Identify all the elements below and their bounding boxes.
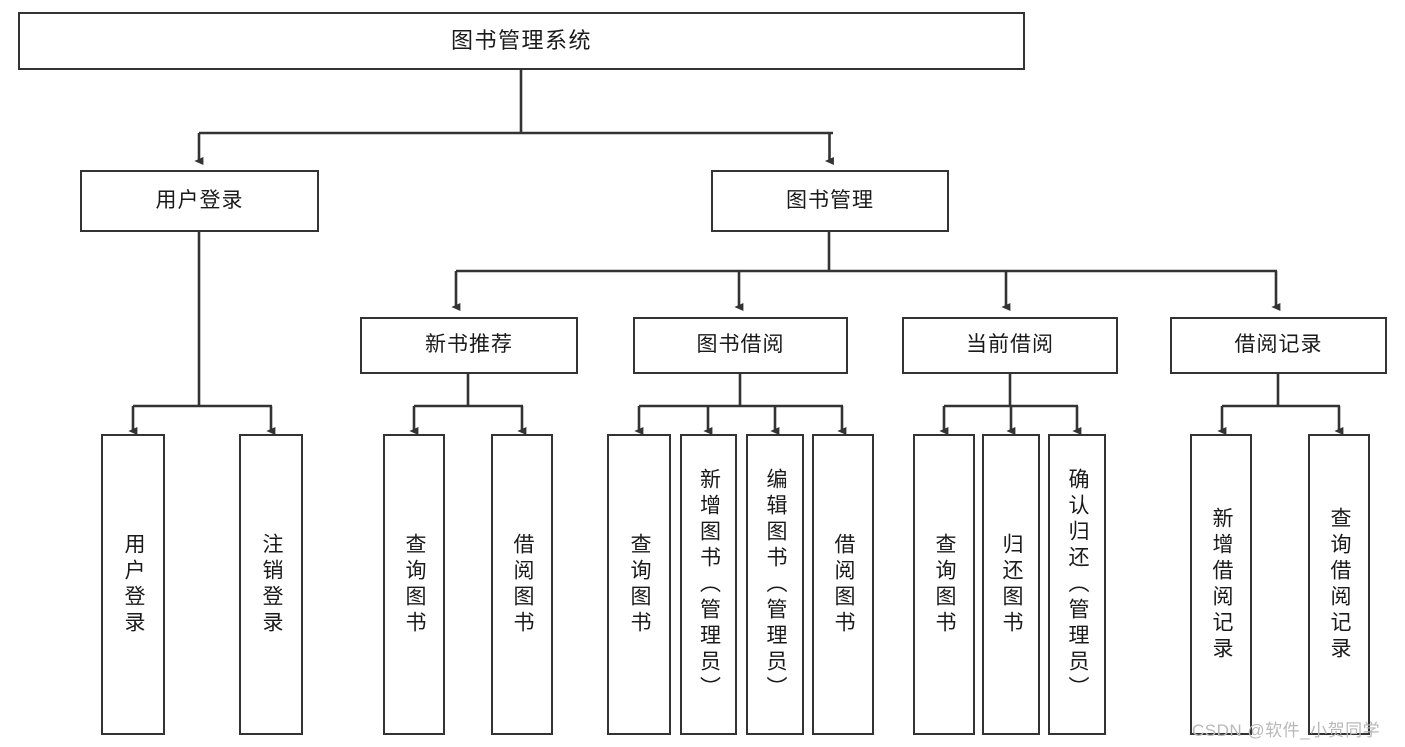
leaf-edit-book-admin[interactable]: 编辑图书（管理员） xyxy=(746,434,804,735)
node-label: 借阅图书 xyxy=(511,532,535,637)
node-label: 图书管理 xyxy=(786,188,874,212)
node-label: 借阅记录 xyxy=(1234,333,1323,357)
node-label: 用户登录 xyxy=(155,188,244,212)
node-label: 查询图书 xyxy=(933,532,957,637)
node-new-book-recommendation[interactable]: 新书推荐 xyxy=(360,317,578,374)
leaf-logout[interactable]: 注销登录 xyxy=(239,434,303,735)
node-book-management[interactable]: 图书管理 xyxy=(711,170,949,232)
leaf-user-login[interactable]: 用户登录 xyxy=(101,434,165,735)
leaf-return-book[interactable]: 归还图书 xyxy=(982,434,1040,735)
node-label: 图书管理系统 xyxy=(450,28,592,54)
node-label: 新书推荐 xyxy=(425,333,513,357)
node-label: 注销登录 xyxy=(260,532,284,637)
leaf-query-book-rec[interactable]: 查询图书 xyxy=(383,434,445,735)
node-label: 查询图书 xyxy=(628,532,652,637)
node-book-borrowing[interactable]: 图书借阅 xyxy=(633,317,848,374)
leaf-add-book-admin[interactable]: 新增图书（管理员） xyxy=(680,434,737,735)
node-label: 查询借阅记录 xyxy=(1328,506,1352,663)
node-label: 图书借阅 xyxy=(696,333,785,357)
watermark-text: CSDN @软件_小贺同学 xyxy=(1192,721,1381,740)
leaf-add-borrow-record[interactable]: 新增借阅记录 xyxy=(1190,434,1252,735)
leaf-borrow-book-rec[interactable]: 借阅图书 xyxy=(491,434,553,735)
node-label: 编辑图书（管理员） xyxy=(764,467,788,702)
node-label: 当前借阅 xyxy=(966,333,1054,357)
node-label: 确认归还（管理员） xyxy=(1066,467,1090,702)
node-label: 归还图书 xyxy=(1000,532,1024,637)
node-root-book-management-system[interactable]: 图书管理系统 xyxy=(18,12,1025,70)
node-user-login[interactable]: 用户登录 xyxy=(80,170,319,232)
node-borrowing-records[interactable]: 借阅记录 xyxy=(1170,317,1387,374)
node-label: 借阅图书 xyxy=(832,532,856,637)
node-label: 新增图书（管理员） xyxy=(697,467,721,702)
leaf-query-book-current[interactable]: 查询图书 xyxy=(913,434,975,735)
leaf-query-borrow-record[interactable]: 查询借阅记录 xyxy=(1308,434,1370,735)
node-current-borrowing[interactable]: 当前借阅 xyxy=(902,317,1118,374)
leaf-borrow-book[interactable]: 借阅图书 xyxy=(812,434,874,735)
node-label: 新增借阅记录 xyxy=(1210,506,1234,663)
node-label: 用户登录 xyxy=(122,532,146,637)
leaf-confirm-return-admin[interactable]: 确认归还（管理员） xyxy=(1048,434,1106,735)
leaf-query-book-borrow[interactable]: 查询图书 xyxy=(607,434,671,735)
node-label: 查询图书 xyxy=(403,532,427,637)
